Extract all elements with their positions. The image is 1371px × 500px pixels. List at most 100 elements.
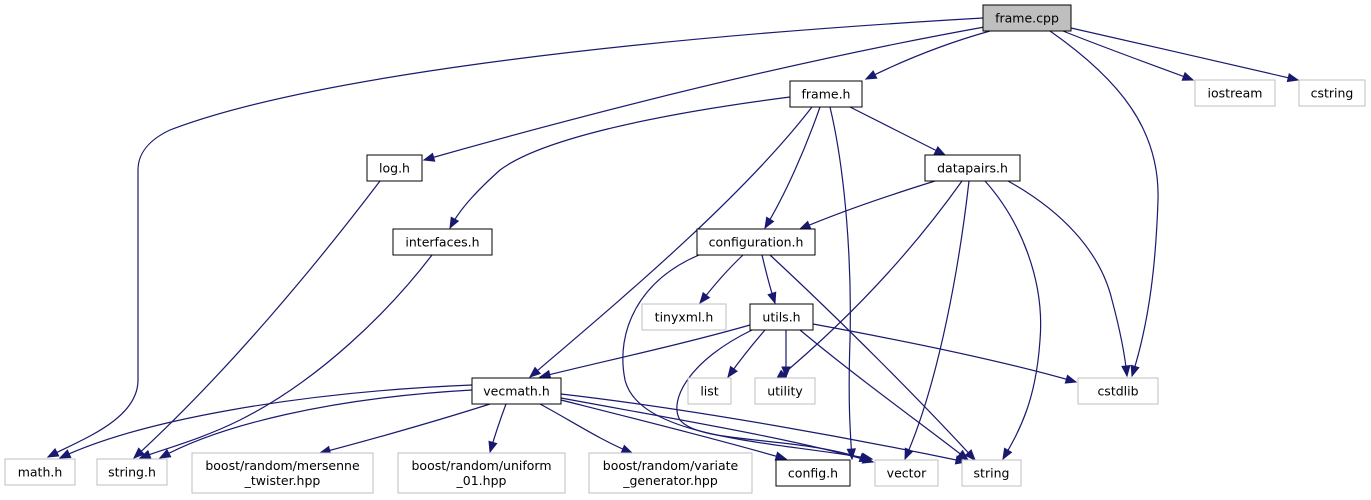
arrowhead-icon: [774, 451, 788, 461]
edge-line: [676, 329, 871, 462]
edge-line: [799, 180, 936, 230]
arrowhead-icon: [158, 448, 172, 459]
edge-line: [904, 180, 970, 460]
edge-frame-cpp-to-iostream: [1062, 30, 1195, 81]
arrowhead-icon: [488, 440, 498, 454]
node-box: [749, 303, 814, 331]
node-vecmath-h[interactable]: vecmath.h: [471, 377, 562, 405]
arrowhead-icon: [1181, 71, 1195, 81]
edge-line: [319, 403, 491, 454]
arrowhead-icon: [528, 366, 542, 378]
node-label: frame.h: [802, 87, 851, 102]
edge-frame-h-to-interfaces-h: [449, 96, 791, 230]
arrowhead-icon: [1130, 364, 1140, 378]
node-list: list: [687, 377, 732, 405]
arrowhead-icon: [620, 444, 634, 454]
node-label: _generator.hpp: [622, 473, 718, 488]
node-utils-h[interactable]: utils.h: [749, 303, 814, 331]
node-label: datapairs.h: [937, 161, 1008, 176]
edge-vecmath-h-to-string-h: [158, 389, 473, 459]
node-box: [471, 377, 562, 405]
arrowhead-icon: [764, 216, 775, 230]
node-datapairs-h[interactable]: datapairs.h: [924, 154, 1021, 182]
node-label: utility: [767, 384, 803, 399]
edge-vecmath-h-to-variate: [539, 403, 634, 454]
node-config-h[interactable]: config.h: [775, 459, 851, 487]
node-iostream: iostream: [1194, 79, 1276, 107]
node-label: configuration.h: [709, 235, 804, 250]
edge-frame-cpp-to-frame-h: [864, 30, 991, 80]
node-label: boost/random/variate: [603, 458, 739, 473]
edge-vecmath-h-to-math-h: [58, 384, 473, 459]
edge-frame-cpp-to-log-h: [422, 25, 991, 162]
arrowhead-icon: [133, 447, 145, 459]
edge-configuration-h-to-tinyxml-h: [699, 254, 744, 305]
edge-line: [1062, 30, 1194, 81]
node-variate: boost/random/variate_generator.hpp: [588, 452, 753, 494]
node-label: vector: [887, 466, 928, 481]
node-string: string: [961, 459, 1022, 487]
node-box: [1077, 377, 1159, 405]
node-label: log.h: [379, 161, 410, 176]
edge-line: [133, 180, 381, 459]
arrowhead-icon: [1121, 365, 1131, 378]
node-interfaces-h[interactable]: interfaces.h: [392, 228, 493, 256]
node-label: frame.cpp: [995, 11, 1059, 26]
node-box: [1298, 79, 1366, 107]
edge-utils-h-to-vecmath-h: [538, 324, 751, 380]
edge-line: [59, 384, 473, 459]
edge-line: [775, 180, 963, 381]
node-box: [366, 154, 423, 182]
arrowhead-icon: [1002, 447, 1013, 461]
edge-datapairs-h-to-vector: [904, 180, 970, 461]
edge-line: [139, 254, 433, 459]
edge-line: [560, 399, 787, 460]
node-label: cstdlib: [1097, 384, 1138, 399]
node-configuration-h[interactable]: configuration.h: [696, 228, 816, 256]
edge-line: [1070, 27, 1299, 81]
node-label: boost/random/uniform: [411, 458, 551, 473]
arrowhead-icon: [422, 152, 436, 162]
node-frame-cpp[interactable]: frame.cpp: [982, 4, 1072, 32]
arrowhead-icon: [781, 366, 791, 379]
edge-datapairs-h-to-configuration-h: [798, 180, 936, 230]
node-label: _twister.hpp: [244, 473, 321, 488]
node-box: [191, 452, 374, 494]
edge-frame-cpp-to-math-h: [46, 17, 984, 458]
node-box: [588, 452, 753, 494]
node-box: [775, 459, 851, 487]
node-box: [924, 154, 1021, 182]
arrowhead-icon: [538, 369, 552, 380]
node-box: [874, 459, 939, 487]
edge-interfaces-h-to-string-h: [138, 254, 433, 459]
arrowhead-icon: [699, 291, 711, 305]
node-tinyxml-h: tinyxml.h: [641, 303, 727, 331]
node-box: [4, 458, 76, 486]
node-label: utils.h: [762, 310, 800, 325]
edge-frame-h-to-vecmath-h: [528, 106, 813, 378]
edge-line: [1049, 30, 1159, 377]
edge-configuration-h-to-string: [769, 254, 976, 461]
arrowhead-icon: [1286, 72, 1300, 83]
edge-vecmath-h-to-mersenne: [318, 403, 491, 455]
node-mersenne: boost/random/mersenne_twister.hpp: [191, 452, 374, 494]
node-string-h: string.h: [96, 458, 168, 486]
node-uniform: boost/random/uniform_01.hpp: [397, 452, 566, 494]
node-label: interfaces.h: [405, 235, 479, 250]
node-label: list: [700, 384, 718, 399]
node-frame-h[interactable]: frame.h: [789, 80, 863, 108]
arrowhead-icon: [727, 365, 738, 379]
node-box: [641, 303, 727, 331]
node-log-h[interactable]: log.h: [366, 154, 423, 182]
edge-frame-cpp-to-cstdlib: [1049, 30, 1159, 378]
edge-line: [984, 180, 1042, 460]
edge-line: [539, 403, 633, 454]
node-box: [96, 458, 168, 486]
edge-vecmath-h-to-vector: [560, 397, 875, 464]
node-cstdlib: cstdlib: [1077, 377, 1159, 405]
arrowhead-icon: [933, 146, 947, 156]
edge-line: [529, 106, 813, 378]
node-label: iostream: [1208, 86, 1263, 101]
